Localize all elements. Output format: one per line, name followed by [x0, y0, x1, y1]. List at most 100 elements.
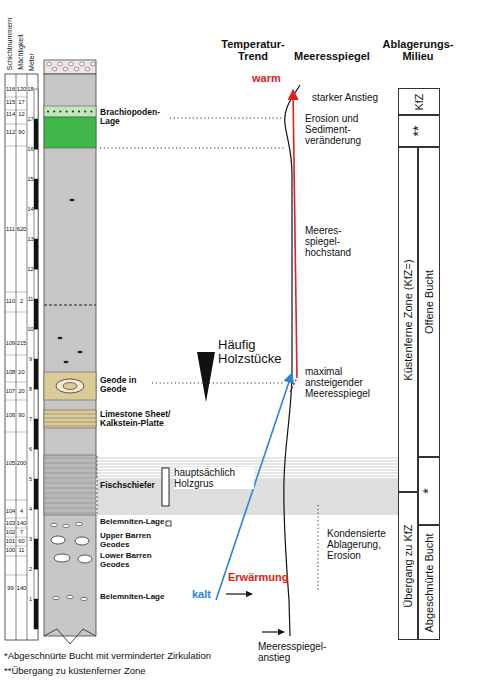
layer-thickness: 7	[16, 529, 27, 535]
footnote: *Abgeschnürte Bucht mit verminderter Zir…	[4, 651, 211, 661]
meter-mark: 15	[27, 176, 34, 182]
shale-line	[96, 464, 398, 465]
meter-mark: 17	[27, 116, 34, 122]
layer-tick	[5, 575, 27, 576]
layer-number: 104	[5, 508, 16, 514]
shale-line	[96, 458, 398, 459]
pebble	[69, 62, 74, 66]
layer-label: Geode in Geode	[100, 376, 138, 395]
band-edge	[97, 456, 98, 515]
limestone-line	[44, 418, 96, 419]
column-header: Meter	[28, 53, 36, 71]
belemnite	[76, 522, 83, 525]
milieu-band: Offene Bucht	[418, 147, 440, 457]
layer-tick	[5, 546, 27, 547]
sea-level-note: starker Anstieg	[312, 92, 396, 103]
sea-level-note: Meeresspiegel- anstieg	[258, 641, 340, 663]
temperature-label: warm	[252, 72, 281, 84]
shale-line	[44, 498, 96, 499]
meter-mark: 10	[27, 326, 34, 332]
layer-thickness: 140	[16, 520, 27, 526]
black-arrow	[226, 593, 252, 594]
layer-tick	[5, 312, 27, 313]
dotted-line	[100, 148, 285, 149]
layer-number: 100	[5, 547, 16, 553]
fossil	[58, 337, 63, 339]
brachiopod-dot	[47, 111, 49, 113]
layer-label: Lower Barren Geodes	[100, 552, 156, 570]
layer-thickness: 4	[16, 508, 27, 514]
meter-mark: 4	[27, 506, 34, 512]
pebble	[74, 67, 79, 71]
layer-thickness: 90	[16, 412, 27, 418]
layer-number: 112	[5, 129, 16, 135]
layer-tick	[5, 500, 27, 501]
wood-note: hauptsächlich Holzgrus	[174, 467, 254, 489]
meter-mark: 3	[27, 536, 34, 542]
layer-number: 99	[5, 585, 16, 591]
brachiopod-dot	[90, 111, 92, 113]
shale-line	[44, 463, 96, 464]
layer-number: 107	[5, 388, 16, 394]
meter-mark: 1	[27, 596, 34, 602]
fossil	[64, 361, 69, 363]
scale-bar	[34, 89, 38, 119]
dotted-line	[152, 383, 284, 384]
layer-thickness: 120	[16, 86, 27, 92]
geode	[51, 536, 65, 544]
warming-dashed	[290, 378, 297, 392]
layer-boundary	[44, 305, 96, 306]
pebble	[63, 67, 68, 71]
shale-line	[44, 503, 96, 504]
shale-line	[44, 488, 96, 489]
layer-thickness: 12	[16, 111, 27, 117]
meter-mark: 11	[27, 296, 34, 302]
layer-number: 115	[5, 99, 16, 105]
layer-thickness: 620	[16, 226, 27, 232]
geode	[78, 555, 92, 563]
layer-number: 109	[5, 340, 16, 346]
meter-mark: 5	[27, 476, 34, 482]
footnote: **Übergang zu küstenferner Zone	[4, 666, 146, 676]
geode	[54, 554, 70, 562]
column-divider	[16, 74, 17, 640]
milieu-band: **	[398, 115, 440, 147]
layer-thickness: 60	[16, 538, 27, 544]
milieu-band: Übergang zu KfZ	[398, 492, 418, 640]
shale-line	[44, 513, 96, 514]
layer-number: 116	[5, 86, 16, 92]
brachiopod-dot	[78, 111, 80, 113]
scale-bar	[34, 149, 38, 179]
scale-bar	[34, 599, 38, 629]
pebble	[85, 67, 90, 71]
sea-level-note: Kondensierte Ablagerung, Erosion	[327, 528, 395, 561]
scale-bar	[34, 419, 38, 449]
belemnite	[81, 597, 88, 600]
shale-line	[44, 483, 96, 484]
layer-number: 105	[5, 460, 16, 466]
column-header: Mächtigkeit	[17, 34, 25, 69]
brachiopod-dot	[84, 111, 86, 113]
belemnite	[53, 596, 60, 599]
layer-number: 108	[5, 369, 16, 375]
sea-level-note: Meeres- spiegel- hochstand	[305, 225, 365, 258]
sea-level-note: maximal ansteigender Meeresspiegel	[305, 366, 391, 399]
wood-bracket	[162, 468, 169, 506]
shale-line	[44, 493, 96, 494]
layer-number: 111	[5, 226, 16, 232]
geodes	[51, 536, 92, 563]
limestone-line	[44, 414, 96, 415]
layer-tick	[5, 146, 27, 147]
shale-line	[44, 468, 96, 469]
layer-label: Upper Barren Geodes	[100, 532, 156, 550]
layer-thickness: 200	[16, 460, 27, 466]
geode	[75, 537, 89, 545]
scale-bar	[34, 119, 38, 149]
temperature-label: kalt	[192, 588, 211, 600]
milieu-label: Abgeschnürte Bucht	[423, 533, 435, 632]
meter-mark: 7	[27, 416, 34, 422]
scale-bar	[34, 479, 38, 509]
pebble	[58, 62, 63, 66]
scale-bar	[34, 359, 38, 389]
